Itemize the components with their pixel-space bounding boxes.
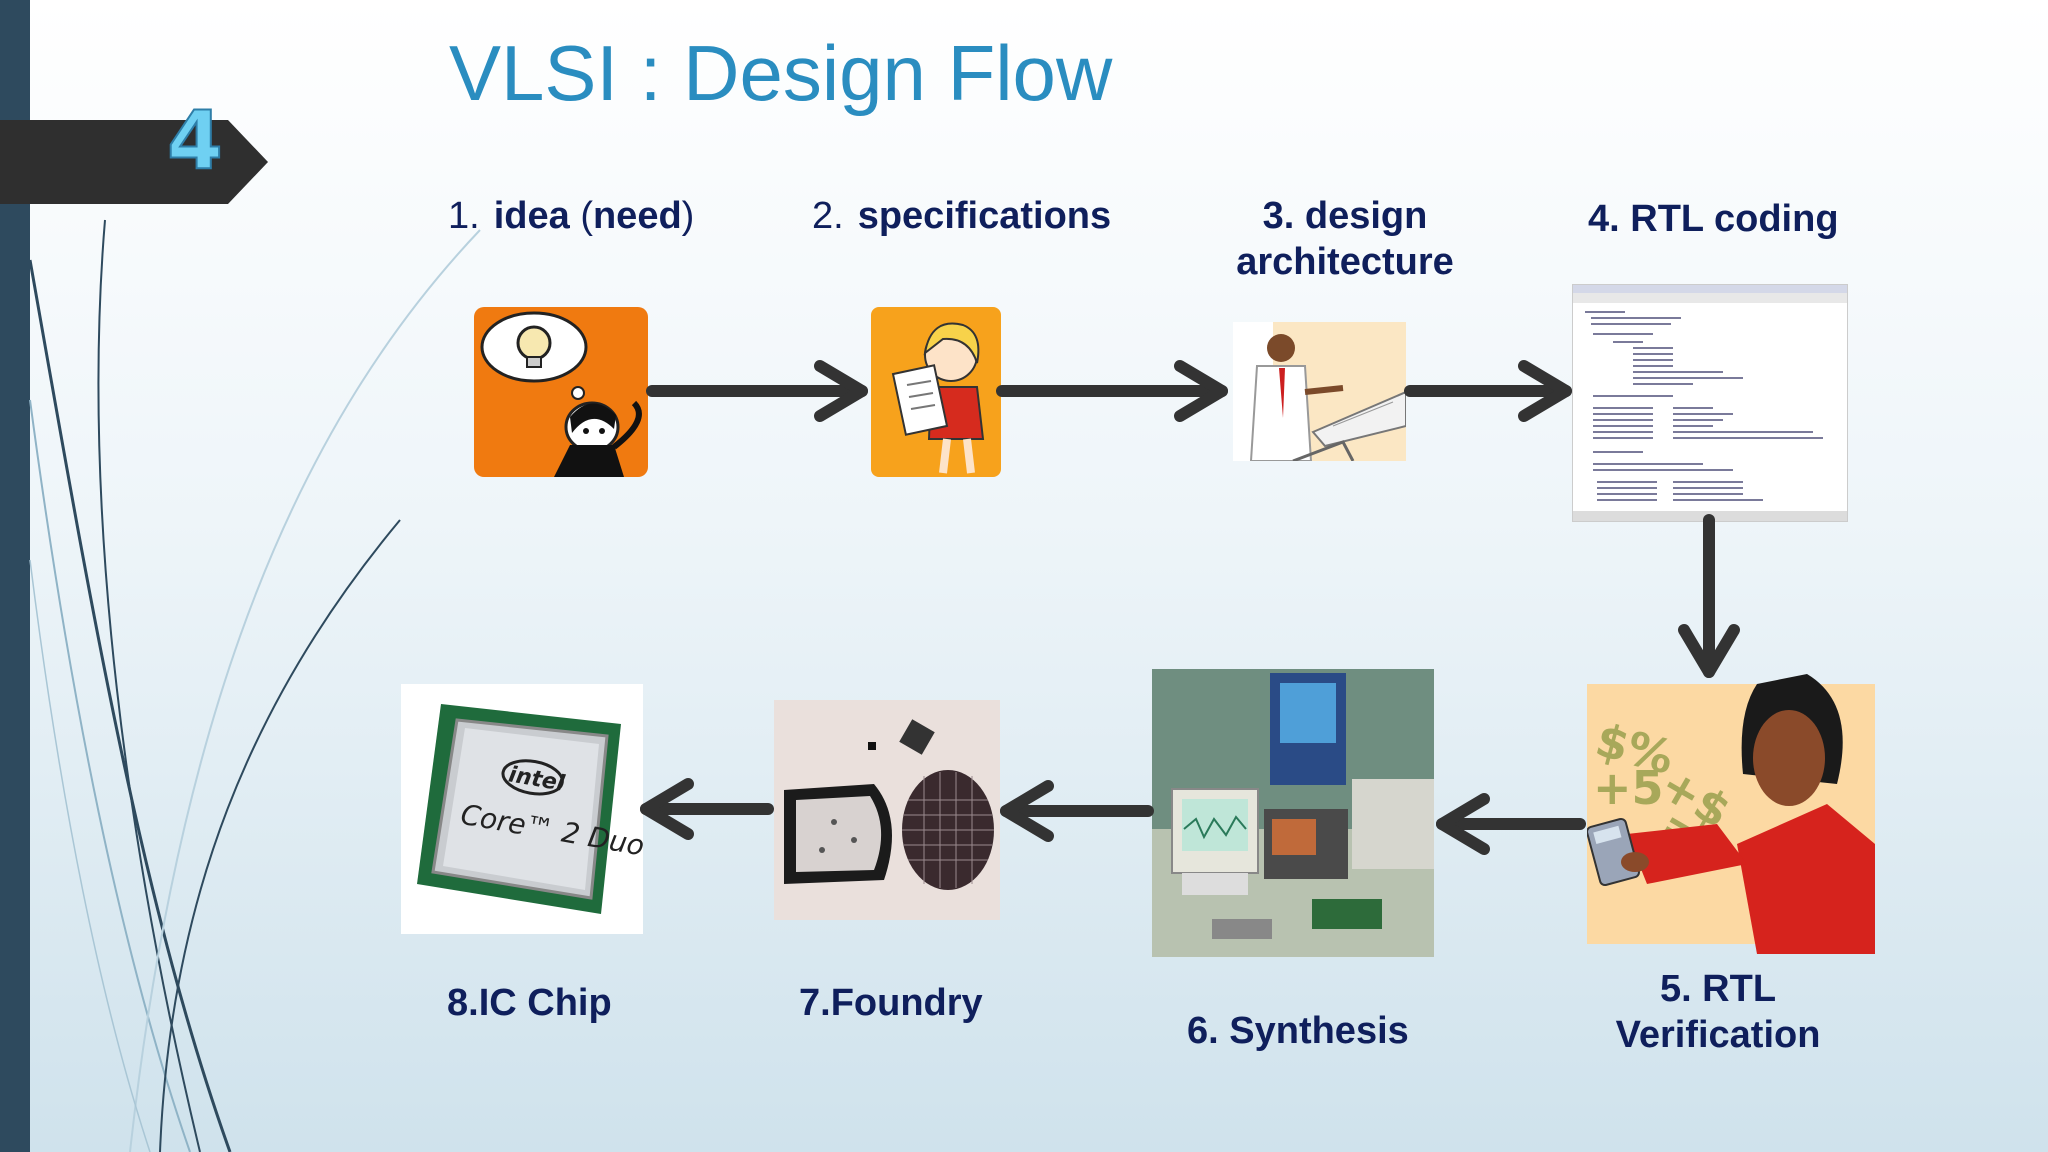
processor-chip-icon: intel Core™ 2 Duo (401, 684, 643, 934)
page-title: VLSI : Design Flow (449, 29, 1113, 117)
step-2-label: 2.specifications (812, 195, 1112, 237)
person-with-document-icon (871, 307, 1001, 477)
silicon-wafer-icon (774, 700, 1000, 920)
arrow-7-to-8 (640, 778, 774, 840)
arrow-5-to-6 (1436, 793, 1586, 855)
svg-text:+5: +5 (1593, 761, 1664, 815)
arrow-2-to-3 (996, 360, 1228, 422)
step-8-label: 8.IC Chip (447, 982, 612, 1024)
woman-with-calculator-icon: $% +5 +$ = (1587, 674, 1875, 954)
slide-number-tab (0, 120, 268, 204)
arrow-4-to-5 (1678, 514, 1740, 678)
thinking-person-icon (474, 307, 648, 477)
step-5-label: 5. RTL Verification (1615, 968, 1821, 1056)
arrow-6-to-7 (1000, 780, 1154, 842)
step-4-label: 4. RTL coding (1588, 198, 1839, 240)
step-3-label: 3. design architecture (1236, 195, 1454, 283)
slide-number: 4 (166, 94, 224, 187)
arrow-1-to-2 (646, 360, 868, 422)
arrow-3-to-4 (1404, 360, 1572, 422)
lab-bench-equipment-icon (1152, 669, 1434, 957)
architect-at-drafting-table-icon (1233, 322, 1406, 461)
code-editor-screenshot-icon (1572, 284, 1848, 522)
step-1-label: 1.idea (need) (448, 195, 695, 237)
step-7-label: 7.Foundry (799, 982, 983, 1024)
step-6-label: 6. Synthesis (1187, 1010, 1409, 1052)
